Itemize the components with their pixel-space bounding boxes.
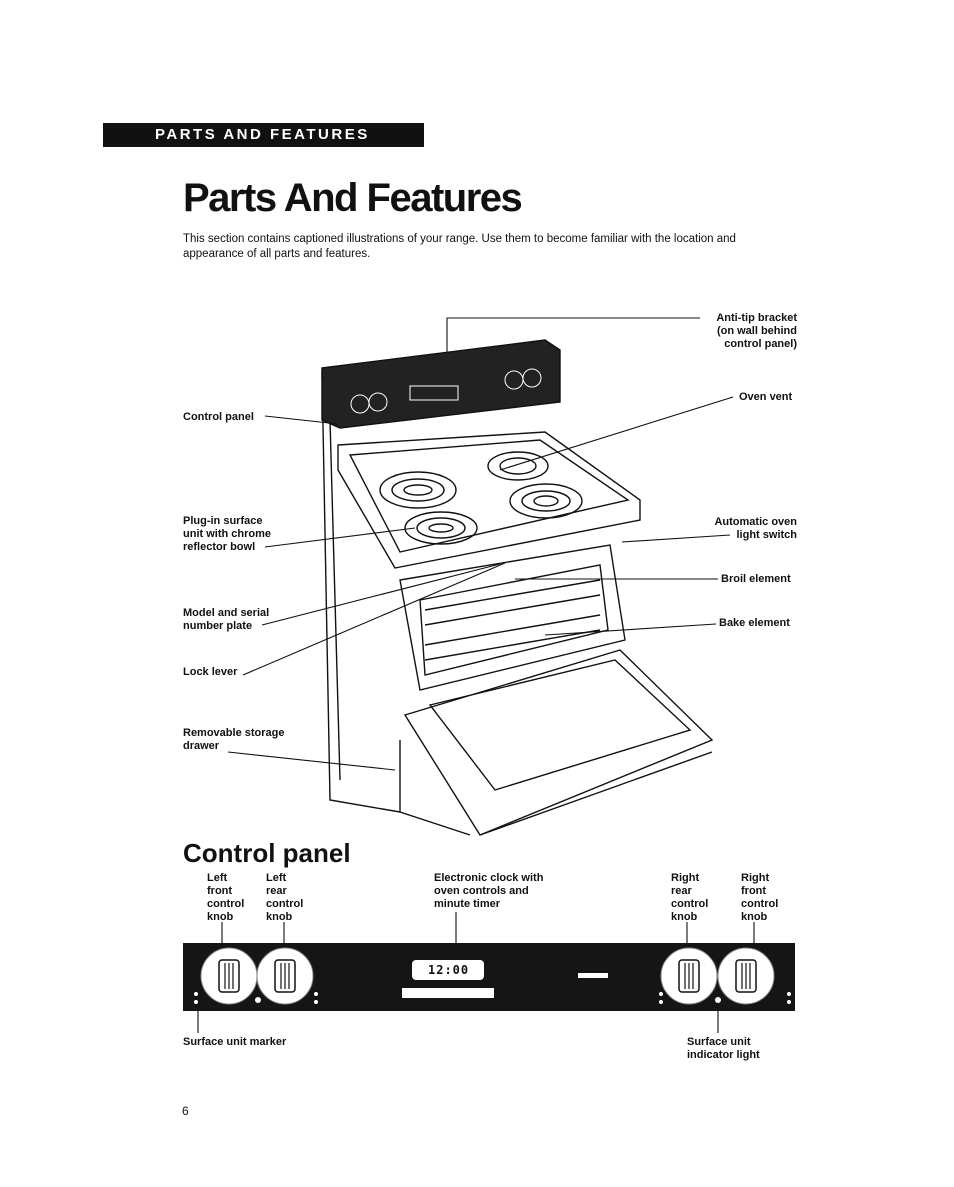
label-line: Electronic clock with <box>434 872 544 884</box>
label-line: rear <box>671 885 692 897</box>
label-control-panel: Control panel <box>183 411 254 423</box>
intro-paragraph: This section contains captioned illustra… <box>183 233 736 260</box>
label-line: control <box>741 898 779 910</box>
label-line: reflector bowl <box>183 541 256 553</box>
page-number: 6 <box>182 1104 189 1118</box>
label-right-front-knob: Right front control knob <box>741 872 778 924</box>
label-line: Plug-in surface <box>183 515 263 527</box>
label-line: (on wall behind <box>716 325 797 337</box>
label-line: knob <box>266 911 293 923</box>
label-plug-in-surface-unit: Plug-in surface unit with chrome reflect… <box>183 515 271 554</box>
label-line: knob <box>207 911 234 923</box>
label-line: Left <box>207 872 228 884</box>
label-line: drawer <box>183 740 220 752</box>
label-line: control <box>207 898 245 910</box>
label-line: front <box>207 885 233 897</box>
clock-display: 12:00 <box>428 963 470 977</box>
control-panel-heading: Control panel <box>183 838 351 868</box>
label-line: Surface unit <box>687 1036 751 1048</box>
label-right-rear-knob: Right rear control knob <box>671 872 708 924</box>
label-line: number plate <box>183 620 253 632</box>
label-line: Left <box>266 872 287 884</box>
label-model-serial-plate: Model and serial number plate <box>183 607 269 633</box>
label-automatic-oven-light-switch: Automatic oven light switch <box>640 516 797 542</box>
label-line: knob <box>671 911 698 923</box>
label-line: Right <box>671 872 700 884</box>
label-bake-element: Bake element <box>719 617 790 629</box>
label-line: oven controls and <box>434 885 529 897</box>
label-left-front-knob: Left front control knob <box>207 872 244 924</box>
label-left-rear-knob: Left rear control knob <box>266 872 303 924</box>
label-anti-tip-bracket: Anti-tip bracket (on wall behind control… <box>640 312 797 351</box>
label-oven-vent: Oven vent <box>739 391 793 403</box>
label-line: Anti-tip bracket <box>716 312 797 324</box>
label-removable-storage-drawer: Removable storage drawer <box>183 727 284 753</box>
label-line: control <box>266 898 304 910</box>
label-line: light switch <box>736 529 798 541</box>
label-lock-lever: Lock lever <box>183 666 238 678</box>
label-line: front <box>741 885 767 897</box>
label-surface-unit-marker: Surface unit marker <box>183 1036 287 1048</box>
label-line: Model and serial <box>183 607 270 619</box>
page-title: Parts And Features <box>183 176 523 220</box>
label-line: indicator light <box>687 1049 760 1061</box>
label-line: rear <box>266 885 287 897</box>
section-banner: PARTS AND FEATURES <box>103 123 424 147</box>
label-broil-element: Broil element <box>721 573 791 585</box>
label-line: minute timer <box>434 898 501 910</box>
label-line: knob <box>741 911 768 923</box>
label-line: unit with chrome <box>183 528 271 540</box>
label-line: Removable storage <box>183 727 285 739</box>
label-line: control <box>671 898 709 910</box>
label-line: control panel) <box>724 338 797 350</box>
label-line: Right <box>741 872 770 884</box>
label-surface-unit-indicator-light: Surface unit indicator light <box>687 1036 760 1062</box>
label-line: Automatic oven <box>714 516 797 528</box>
label-electronic-clock: Electronic clock with oven controls and … <box>434 872 543 911</box>
